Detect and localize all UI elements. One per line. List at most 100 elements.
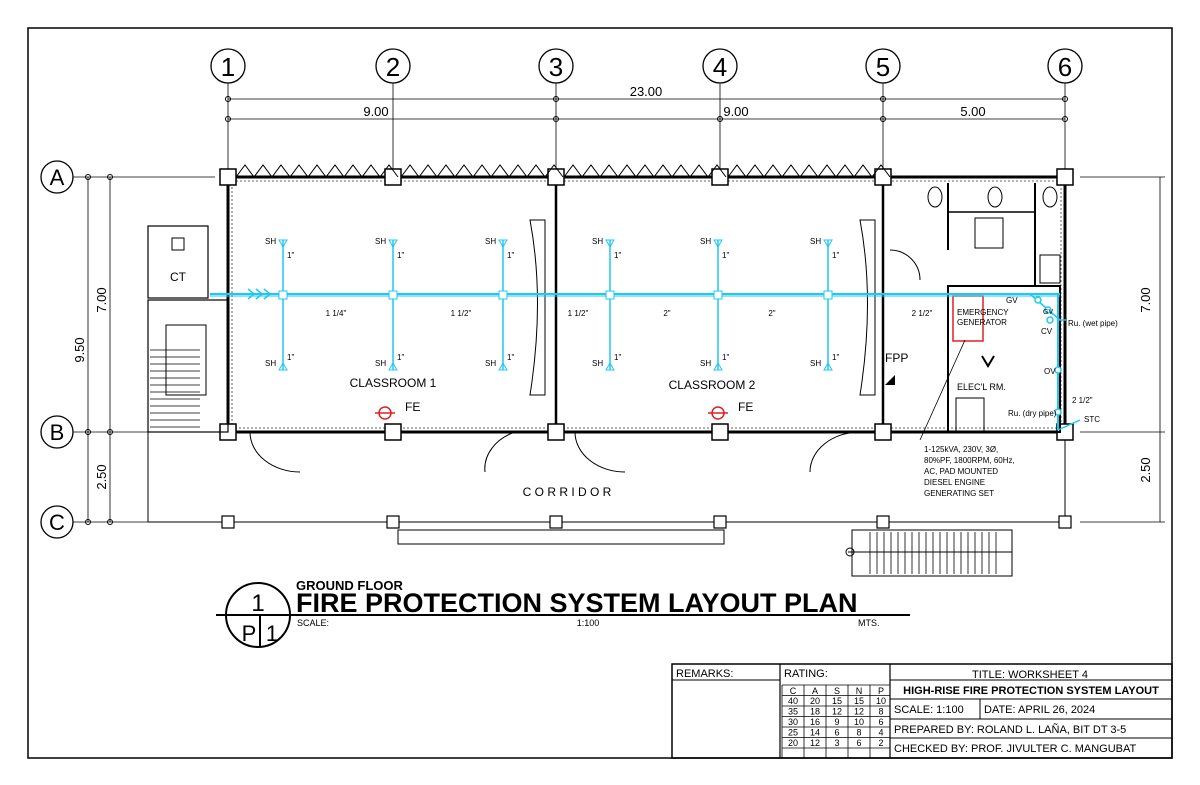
rating-header: C [790,686,797,696]
dim-left-overall: 9.50 [72,337,87,362]
column-post [874,423,892,441]
rating-cell: 15 [832,696,842,706]
rating-header: S [834,686,840,696]
stair-right [851,529,1013,577]
toilet-fixture [927,186,943,208]
fe-label: FE [405,400,420,414]
window-zigzag [563,164,727,178]
generator-spec-line: AC, PAD MOUNTED [924,467,998,476]
fpp-label: FPP [885,351,908,365]
dim-tick [553,116,559,122]
stc-label: STC [1084,415,1100,424]
elec-room-label: ELEC'L RM. [957,382,1006,392]
sprinkler-size: 1" [722,353,729,362]
tb-date: DATE: APRIL 26, 2024 [984,704,1095,716]
rating-header: N [856,686,863,696]
door-swing [889,249,921,281]
sprinkler-head [605,239,615,249]
generator-spec-line: 80%PF, 1800RPM, 60Hz, [924,456,1015,465]
branch-fitting [605,290,615,300]
sprinkler-label: SH [265,237,276,246]
rating-cell: 12 [832,707,842,717]
grid-label-C: C [49,510,65,535]
pipe-size-label: 2" [768,309,775,318]
dim-bay-3: 5.00 [960,104,985,119]
door-swing [484,431,516,473]
branch-fitting [278,290,288,300]
dim-tick [1062,96,1068,102]
sprinkler-label: SH [375,237,386,246]
sprinkler-label: SH [592,237,603,246]
dim-tick [880,116,886,122]
corridor-post [221,515,235,529]
valve [1054,366,1062,374]
sprinkler-head [823,361,833,371]
sprinkler-size: 1" [287,251,294,260]
rating-cell: 3 [834,738,839,748]
dim-tick [107,429,113,435]
riser-size-label: 2 1/2" [1072,396,1093,405]
rating-cell: 12 [854,707,864,717]
grid-label-1: 1 [221,52,235,82]
sprinkler-head [823,239,833,249]
rating-cell: 30 [788,717,798,727]
tb-prepared-by: PREPARED BY: ROLAND L. LAÑA, BIT DT 3-5 [894,723,1126,736]
pipe-size-label: 2" [663,309,670,318]
stc-branch [1057,419,1081,431]
dim-tick [225,116,231,122]
sprinkler-head [713,239,723,249]
rating-header: P [878,686,884,696]
rating-cell: 15 [854,696,864,706]
rating-header: A [812,686,818,696]
sprinkler-head [498,239,508,249]
sprinkler-head [278,239,288,249]
sprinkler-head [605,361,615,371]
branch-fitting [388,290,398,300]
dim-tick [85,519,91,525]
fixtures [889,186,1061,284]
gv-label-2: GV [1043,309,1053,316]
sprinkler-label: SH [810,359,821,368]
corridor-post [1058,515,1072,529]
riser-dry-label: Ru. (dry pipe) [1008,409,1057,418]
whiteboard-1 [529,219,546,396]
pipe-size-label: 1 1/2" [568,309,589,318]
sprinkler-head [388,361,398,371]
generator-spec-line: DIESEL ENGINE [924,478,985,487]
generator-label-2: GENERATOR [957,318,1007,327]
dim-tick [880,96,886,102]
grid-label-2: 2 [386,52,400,82]
cv-label: CV [1041,327,1053,336]
sprinkler-size: 1" [832,353,839,362]
rating-cell: 18 [810,707,820,717]
dim-left-ab: 7.00 [94,287,109,312]
sprinkler-head [388,239,398,249]
tb-title-line: TITLE: WORKSHEET 4 [972,669,1088,681]
ct-box [147,225,209,299]
dim-tick [107,519,113,525]
sprinkler-label: SH [700,237,711,246]
door-swing [249,431,301,473]
walls [147,164,1074,577]
sprinkler-size: 1" [722,251,729,260]
dim-right-ab: 7.00 [1138,287,1153,312]
fpp-symbol [885,375,895,385]
classroom-2-label: CLASSROOM 2 [669,378,756,392]
stair-start [845,547,855,557]
ct-label: CT [170,270,187,284]
grid-label-4: 4 [713,52,727,82]
title-sheet: P [242,621,257,646]
corridor-post [713,515,727,529]
dim-tick [717,116,723,122]
pipe-size-label: 1 1/2" [451,309,472,318]
sprinkler-head [713,361,723,371]
dim-tick [85,174,91,180]
valve [1034,296,1042,304]
ct-symbol [171,237,185,251]
dim-bay-2: 9.00 [723,104,748,119]
column-post [384,168,402,186]
flow-arrow [247,288,256,300]
rating-cell: 40 [788,696,798,706]
sheet-border [27,27,1173,759]
rating-cell: 6 [856,738,861,748]
